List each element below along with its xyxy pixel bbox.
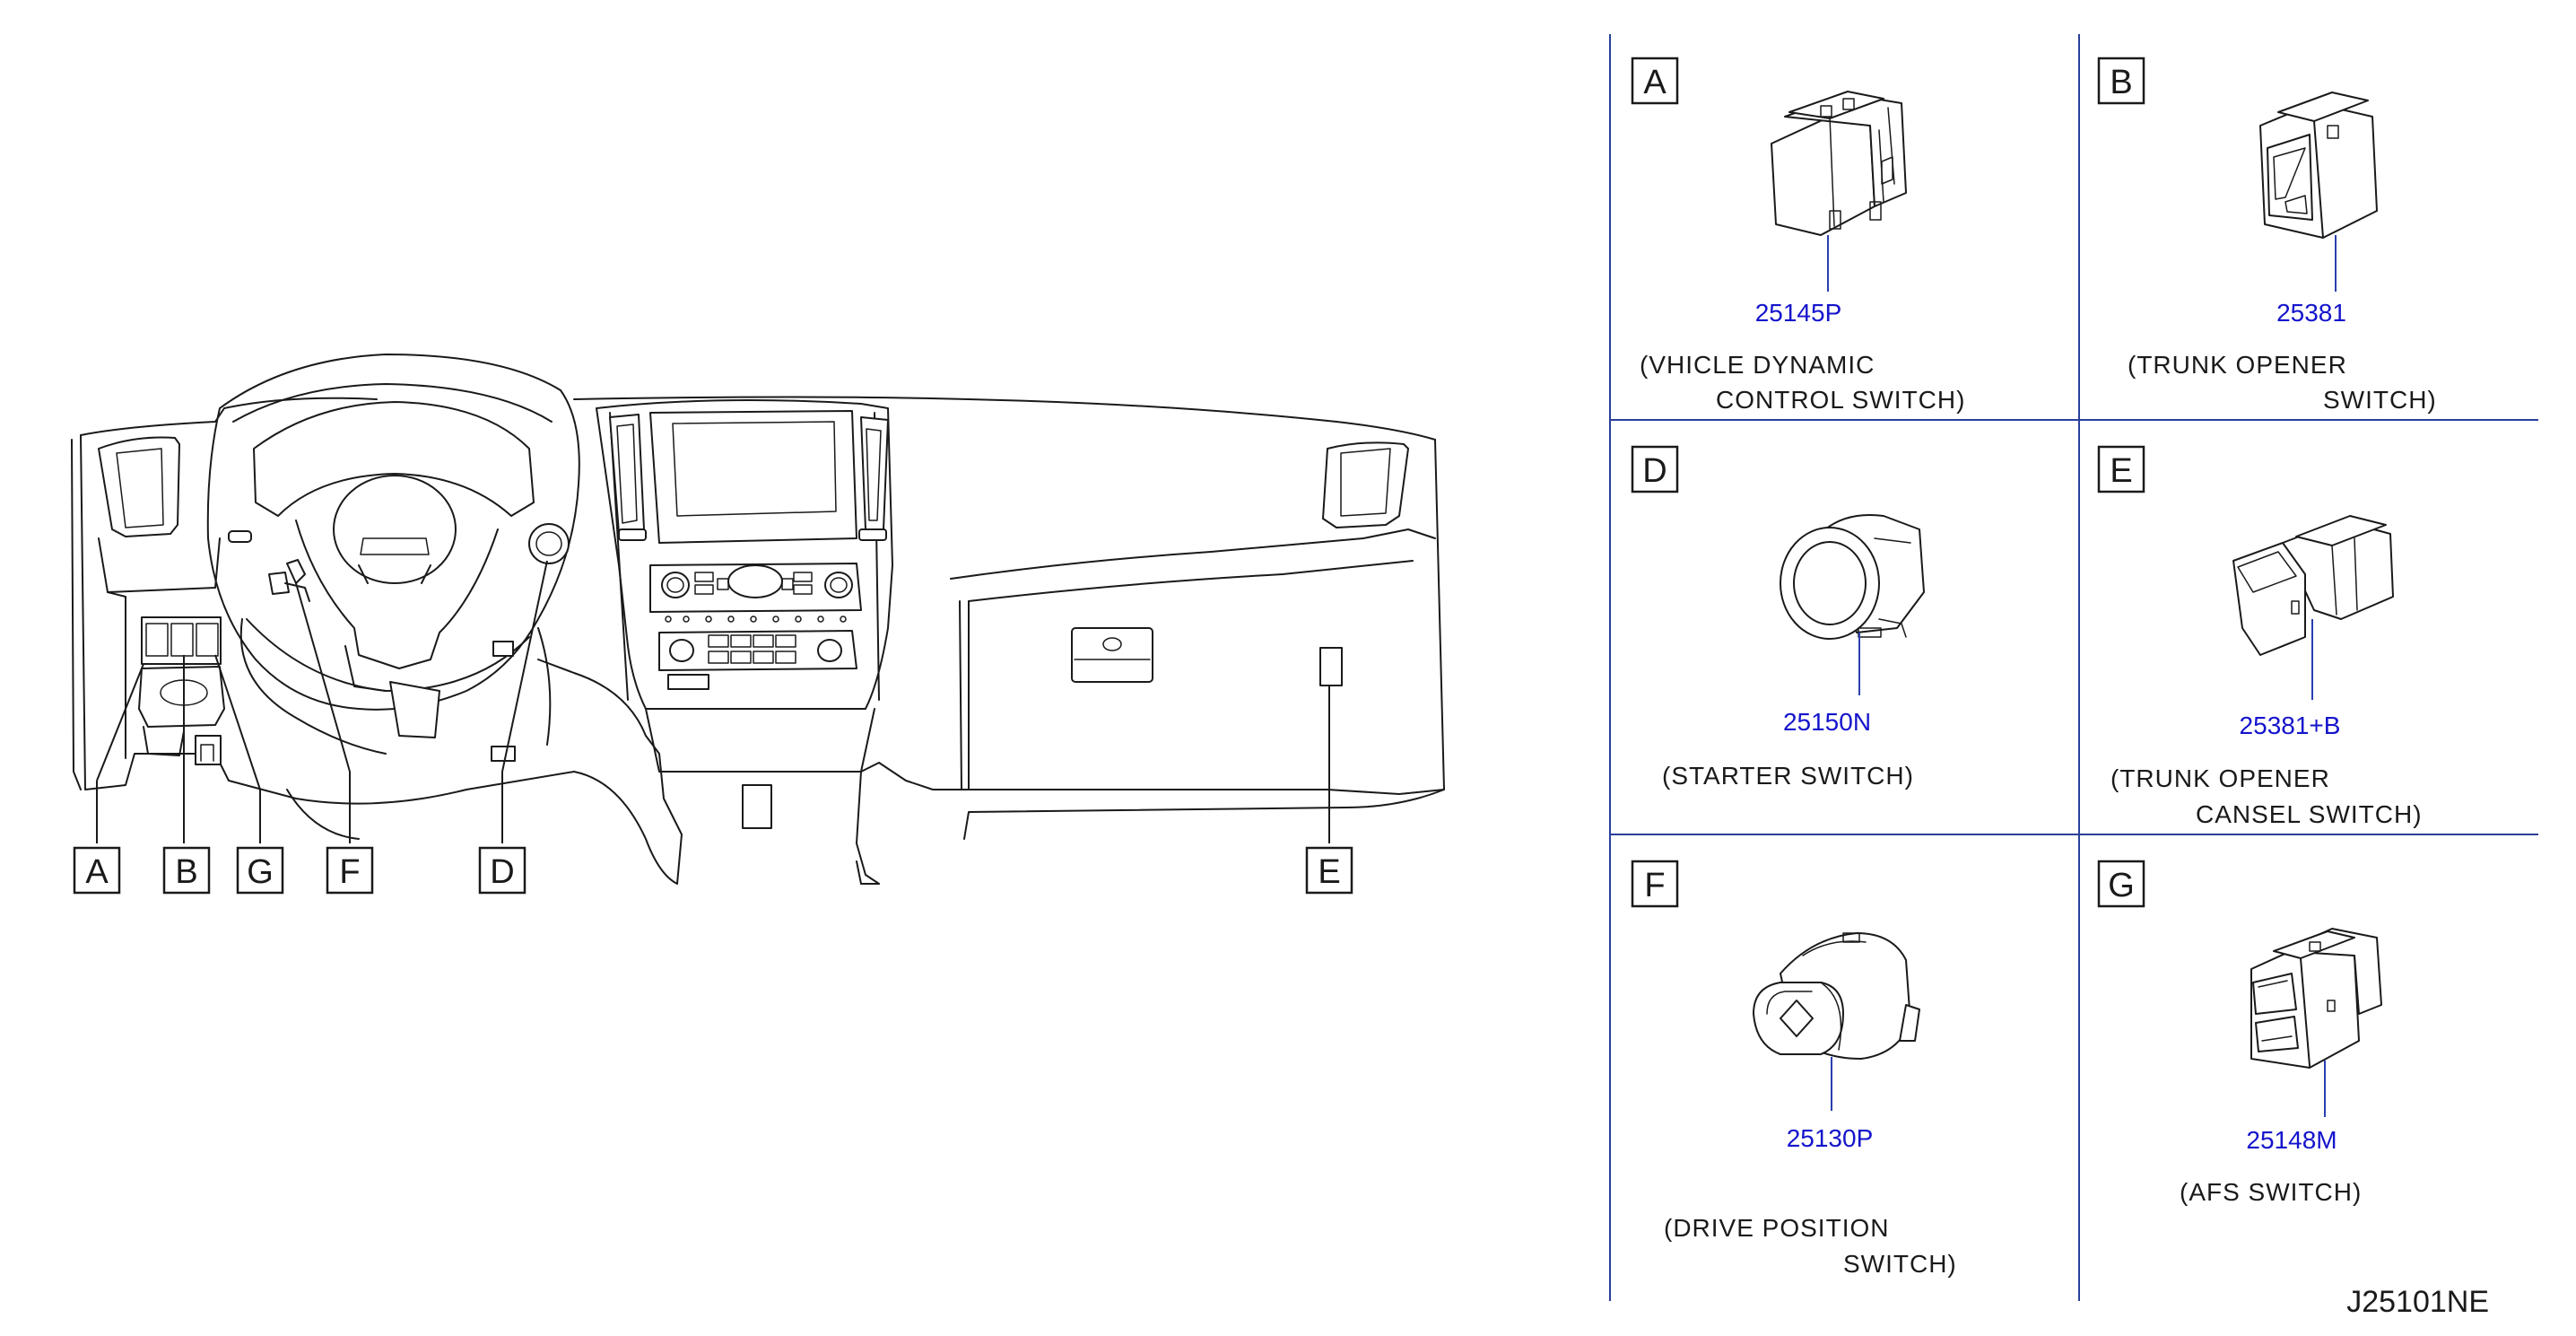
round-push-button-icon [1780,514,1925,640]
part-description-line1: (STARTER SWITCH) [1662,762,1914,790]
part-number: 25150N [1783,708,1871,736]
part-number: 25145P [1755,299,1842,327]
diagram-id: J25101NE [2346,1285,2489,1319]
part-cell-G: G 25148M (AFS SWITCH) [2097,860,2382,1206]
cell-letter: B [2110,64,2132,101]
part-number: 25130P [1787,1124,1874,1152]
part-cell-E: E 25381+B (TRUNK OPENER CANSEL SWITCH) [2097,445,2423,828]
cell-letter: G [2108,867,2135,904]
dashboard-drawing [71,354,1445,885]
steering-column-switch-icon [1753,932,1920,1060]
part-number: 25381+B [2240,712,2341,739]
overview-callout-B: B [162,846,211,895]
part-description-line2: CONTROL SWITCH) [1716,386,1965,414]
cell-letter: F [1644,867,1665,904]
part-number: 25148M [2246,1126,2337,1154]
overview-callout-G: G [236,846,284,895]
callout-label: A [85,853,109,891]
cell-letter: E [2110,452,2132,490]
part-description-line1: (DRIVE POSITION [1664,1214,1889,1242]
cell-letter: D [1642,452,1667,490]
callout-label: D [490,853,514,891]
callout-label: B [175,853,197,891]
part-description-line2: SWITCH) [1843,1250,1957,1278]
push-switch-icon [1771,91,1907,236]
afs-switch-icon [2250,928,2382,1069]
callout-label: F [339,853,360,891]
part-cell-F: F 25130P (DRIVE POSITION SWITCH) [1631,860,1957,1278]
cell-letter: A [1643,64,1667,101]
part-cell-B: B 25381 (TRUNK OPENER SWITCH) [2097,57,2437,414]
part-description-line1: (AFS SWITCH) [2180,1178,2362,1206]
part-description-line2: SWITCH) [2323,386,2437,414]
callout-label: G [247,853,274,891]
part-description-line2: CANSEL SWITCH) [2196,800,2423,828]
part-description-line1: (TRUNK OPENER [2128,351,2347,379]
part-description-line1: (VHICLE DYNAMIC [1640,351,1875,379]
cancel-switch-icon [2232,515,2394,656]
overview-callout-F: F [326,846,374,895]
overview-callout-D: D [478,846,527,895]
overview-callout-A: A [73,846,121,895]
part-cell-A: A 25145P (VHICLE DYNAMIC CONTROL SWITCH) [1631,57,1965,414]
part-number: 25381 [2276,299,2346,327]
rocker-switch-icon [2259,92,2378,239]
part-description-line1: (TRUNK OPENER [2110,764,2330,792]
part-cell-D: D 25150N (STARTER SWITCH) [1631,445,1925,790]
parts-grid [1609,34,2538,1301]
overview-leaders [96,560,1330,843]
overview-callout-E: E [1305,846,1353,895]
callout-label: E [1318,853,1340,891]
